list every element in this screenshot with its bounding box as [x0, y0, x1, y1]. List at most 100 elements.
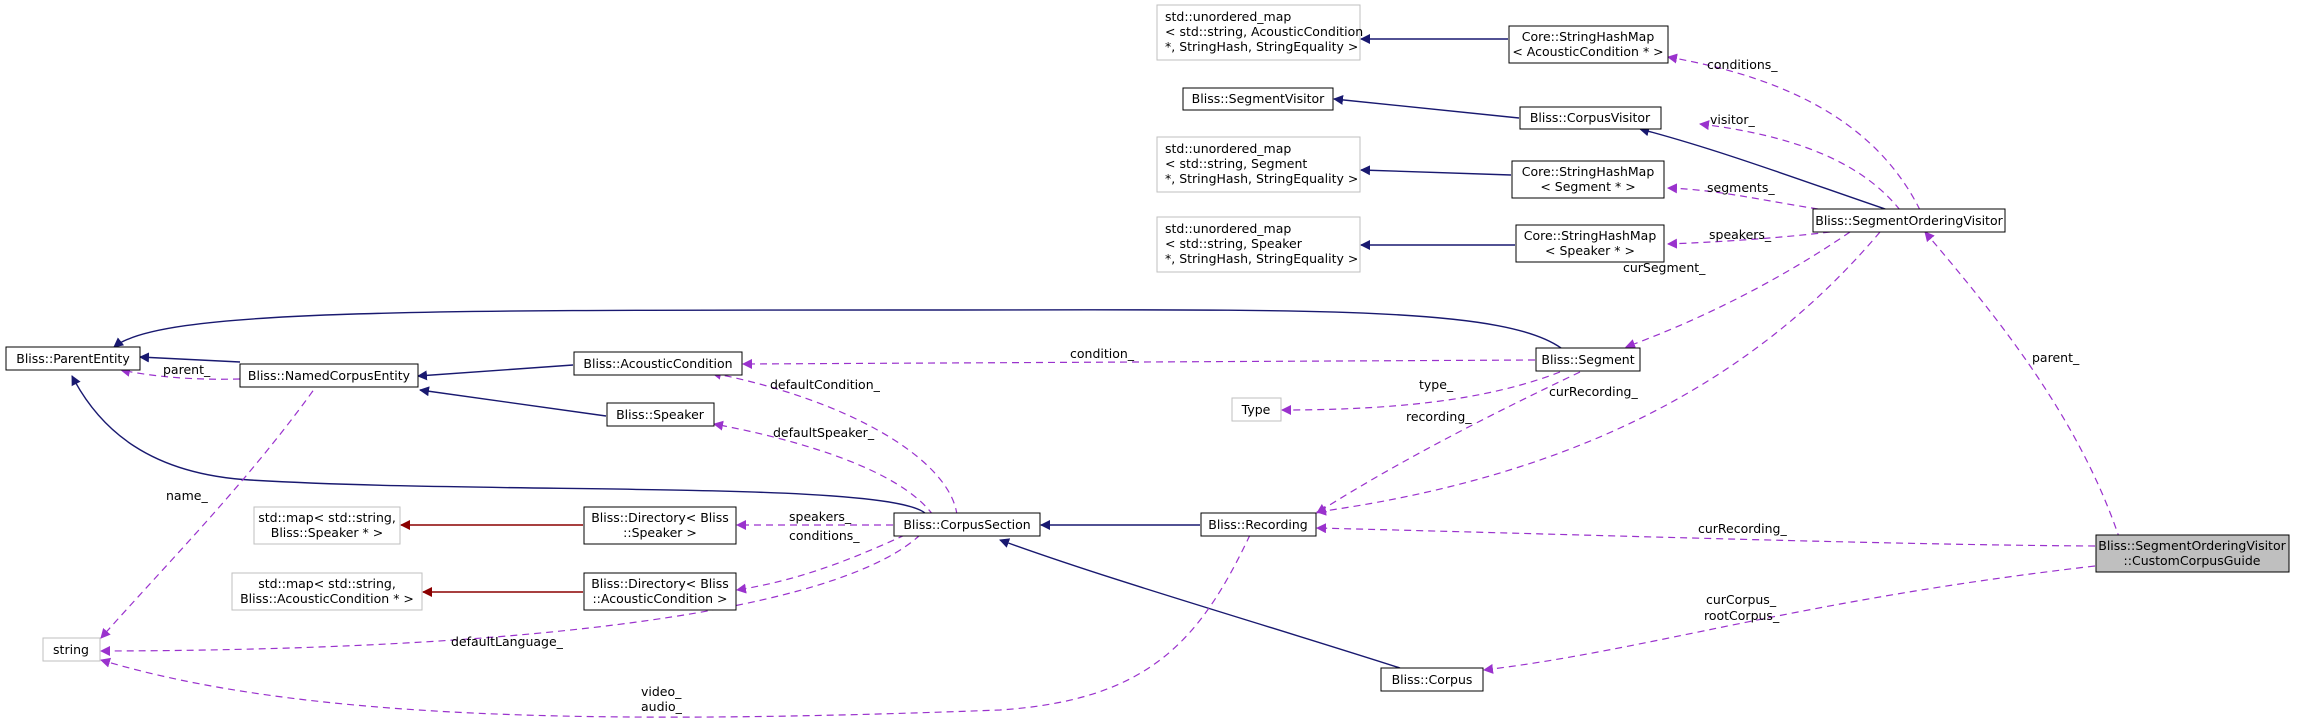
- edge-type: [1281, 371, 1561, 415]
- label-conditions-2: conditions_: [789, 528, 860, 543]
- label-name: name_: [166, 488, 208, 503]
- node-text: < AcousticCondition * >: [1512, 44, 1663, 59]
- edge-corpus-visitor-to-segment-visitor: [1333, 94, 1520, 119]
- node-text: *, StringHash, StringEquality >: [1165, 251, 1358, 266]
- label-default-language: defaultLanguage_: [451, 634, 564, 649]
- node-map-acoustic[interactable]: std::map< std::string, Bliss::AcousticCo…: [231, 572, 423, 611]
- node-corpus-visitor[interactable]: Bliss::CorpusVisitor: [1519, 106, 1662, 130]
- edge-default-language: [100, 534, 921, 656]
- node-text: string: [53, 642, 89, 657]
- edge-cur-corpus: [1483, 565, 2096, 674]
- label-cur-segment: curSegment_: [1623, 260, 1706, 275]
- node-text: Core::StringHashMap: [1524, 228, 1657, 243]
- node-recording[interactable]: Bliss::Recording: [1200, 512, 1317, 537]
- label-cur-recording-1: curRecording_: [1549, 384, 1638, 399]
- node-text: Bliss::ParentEntity: [16, 351, 130, 366]
- node-text: < std::string, Speaker: [1165, 236, 1303, 251]
- node-hashmap-segment[interactable]: Core::StringHashMap < Segment * >: [1511, 160, 1665, 199]
- node-unordered-map-speaker[interactable]: std::unordered_map < std::string, Speake…: [1156, 216, 1361, 273]
- node-text: Bliss::Recording: [1208, 517, 1308, 532]
- edge-speaker-to-named-entity: [419, 386, 607, 417]
- label-default-speaker: defaultSpeaker_: [773, 425, 875, 440]
- edge-default-condition: [711, 369, 958, 516]
- node-text: < std::string, AcousticCondition: [1165, 24, 1363, 39]
- edge-conditions-2: [736, 534, 906, 594]
- node-text: Bliss::Corpus: [1392, 672, 1473, 687]
- node-segment-visitor[interactable]: Bliss::SegmentVisitor: [1182, 87, 1334, 111]
- edge-visitor: [1699, 120, 1901, 211]
- node-text: Bliss::Speaker: [616, 407, 705, 422]
- edge-segment-to-parent-entity: [113, 309, 1562, 349]
- node-text: std::unordered_map: [1165, 141, 1291, 156]
- label-type: type_: [1419, 377, 1454, 392]
- node-custom-corpus-guide[interactable]: Bliss::SegmentOrderingVisitor ::CustomCo…: [2095, 534, 2290, 573]
- node-parent-entity[interactable]: Bliss::ParentEntity: [5, 346, 141, 371]
- edge-default-speaker: [713, 420, 934, 516]
- label-condition: condition_: [1070, 346, 1135, 361]
- edge-hashmap-segment-to-unordered-map: [1360, 165, 1512, 176]
- node-acoustic-condition[interactable]: Bliss::AcousticCondition: [573, 351, 743, 376]
- node-text: < Speaker * >: [1545, 243, 1635, 258]
- node-text: ::CustomCorpusGuide: [2124, 553, 2261, 568]
- node-text: Bliss::SegmentVisitor: [1192, 91, 1326, 106]
- label-visitor: visitor_: [1710, 112, 1756, 127]
- label-parent-1: parent_: [2032, 350, 2080, 365]
- node-text: Bliss::SegmentOrderingVisitor: [1815, 213, 2003, 228]
- node-hashmap-speaker[interactable]: Core::StringHashMap < Speaker * >: [1515, 224, 1665, 263]
- node-text: Bliss::Directory< Bliss: [591, 510, 729, 525]
- node-type[interactable]: Type: [1231, 397, 1282, 422]
- node-speaker[interactable]: Bliss::Speaker: [606, 402, 715, 427]
- node-string[interactable]: string: [42, 637, 101, 662]
- edge-corpus-section-to-parent-entity: [71, 375, 928, 516]
- inheritance-edges: [71, 34, 1889, 669]
- edge-speakers-1: [1667, 231, 1831, 249]
- node-text: Bliss::Directory< Bliss: [591, 576, 729, 591]
- label-parent-2: parent_: [163, 362, 211, 377]
- edge-recording: [1316, 371, 1581, 514]
- node-text: Bliss::CorpusVisitor: [1530, 110, 1651, 125]
- node-directory-speaker[interactable]: Bliss::Directory< Bliss ::Speaker >: [583, 506, 737, 545]
- node-named-corpus-entity[interactable]: Bliss::NamedCorpusEntity: [239, 363, 419, 388]
- edge-parent-2: [120, 366, 241, 380]
- edge-conditions: [1667, 53, 1921, 211]
- node-text: ::Speaker >: [623, 525, 697, 540]
- node-text: Bliss::AcousticCondition: [583, 356, 732, 371]
- label-video: video_: [641, 684, 682, 699]
- edge-segments: [1667, 183, 1819, 210]
- edge-labels: conditions_ visitor_ segments_ speakers_…: [163, 57, 2080, 714]
- node-text: Bliss::SegmentOrderingVisitor: [2098, 538, 2286, 553]
- label-default-condition: defaultCondition_: [770, 377, 881, 392]
- node-map-speaker[interactable]: std::map< std::string, Bliss::Speaker * …: [253, 506, 401, 545]
- edge-condition: [742, 358, 1536, 369]
- node-corpus[interactable]: Bliss::Corpus: [1380, 667, 1484, 692]
- node-directory-acoustic[interactable]: Bliss::Directory< Bliss ::AcousticCondit…: [583, 572, 737, 611]
- usage-edges: [100, 53, 2121, 718]
- node-text: Bliss::Segment: [1541, 352, 1634, 367]
- edge-cur-recording-1: [1316, 231, 1881, 516]
- node-hashmap-acoustic[interactable]: Core::StringHashMap < AcousticCondition …: [1508, 25, 1669, 64]
- edge-cur-segment: [1625, 231, 1851, 349]
- label-cur-recording-2: curRecording_: [1698, 521, 1787, 536]
- label-root-corpus: rootCorpus_: [1704, 608, 1780, 623]
- node-unordered-map-acoustic[interactable]: std::unordered_map < std::string, Acoust…: [1156, 4, 1363, 61]
- label-conditions-1: conditions_: [1707, 57, 1778, 72]
- node-corpus-section[interactable]: Bliss::CorpusSection: [893, 512, 1041, 537]
- node-segment[interactable]: Bliss::Segment: [1535, 347, 1641, 372]
- node-text: *, StringHash, StringEquality >: [1165, 171, 1358, 186]
- node-text: Core::StringHashMap: [1522, 29, 1655, 44]
- label-audio: audio_: [641, 699, 683, 714]
- node-unordered-map-segment[interactable]: std::unordered_map < std::string, Segmen…: [1156, 136, 1361, 193]
- label-segments: segments_: [1707, 180, 1775, 195]
- edge-cur-recording-2: [1316, 523, 2096, 547]
- label-speakers-2: speakers_: [789, 509, 852, 524]
- edge-acoustic-to-named-entity: [417, 364, 574, 381]
- node-text: std::unordered_map: [1165, 221, 1291, 236]
- node-text: std::unordered_map: [1165, 9, 1291, 24]
- node-text: Core::StringHashMap: [1522, 164, 1655, 179]
- node-text: *, StringHash, StringEquality >: [1165, 39, 1358, 54]
- node-segment-ordering-visitor[interactable]: Bliss::SegmentOrderingVisitor: [1812, 208, 2006, 233]
- node-text: std::map< std::string,: [258, 510, 396, 525]
- edge-corpus-to-corpus-section: [999, 538, 1401, 669]
- node-text: Type: [1241, 402, 1271, 417]
